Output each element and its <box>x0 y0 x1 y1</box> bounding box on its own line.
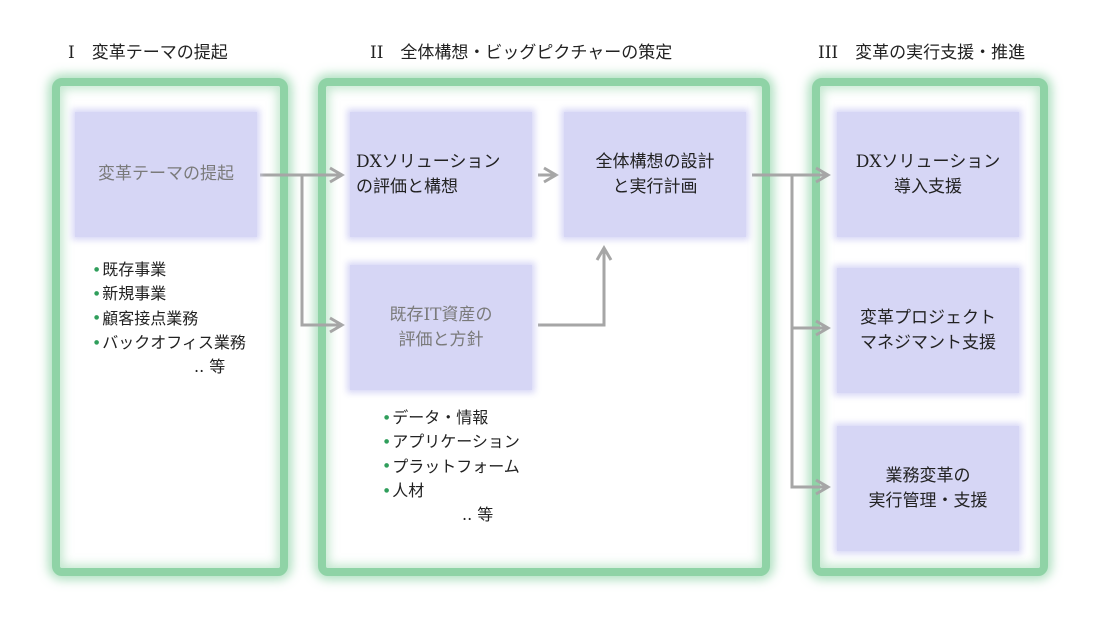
arrow-overall-to-pm <box>790 175 831 337</box>
box-business-transformation-line-2: 実行管理・支援 <box>868 490 988 511</box>
box-business-transformation-line-1: 業務変革の <box>885 465 971 486</box>
box-overall-design-line-1: 全体構想の設計 <box>595 151 715 172</box>
box-project-management-line-2: マネジマント支援 <box>860 332 996 353</box>
list-item: 人材 <box>384 479 520 503</box>
box-dx-introduction-line-1: DXソリューション <box>855 151 1001 172</box>
list-item: アプリケーション <box>384 430 520 454</box>
list-item: 顧客接点業務 <box>94 307 246 331</box>
box-dx-introduction-line-2: 導入支援 <box>894 176 962 197</box>
list-item: 新規事業 <box>94 282 246 306</box>
box-theme-proposal: 変革テーマの提起 <box>75 112 257 237</box>
phase-2-title: II 全体構想・ビッグピクチャーの策定 <box>370 43 673 63</box>
list-item: プラットフォーム <box>384 455 520 479</box>
phase-1-title: I 変革テーマの提起 <box>68 43 228 63</box>
box-it-asset-evaluation: 既存IT資産の 評価と方針 <box>350 265 532 390</box>
box-project-management: 変革プロジェクト マネジマント支援 <box>837 268 1019 393</box>
list-item: バックオフィス業務 <box>94 331 246 355</box>
box-project-management-line-1: 変革プロジェクト <box>860 307 996 328</box>
box-dx-introduction: DXソリューション 導入支援 <box>837 112 1019 237</box>
box-theme-proposal-line-1: 変革テーマの提起 <box>98 164 234 185</box>
list-etc: .. 等 <box>194 357 226 376</box>
arrow-theme-to-it-eval <box>300 175 345 334</box>
it-assets-list: データ・情報 アプリケーション プラットフォーム 人材 .. 等 <box>384 406 520 527</box>
box-dx-evaluation: DXソリューション の評価と構想 <box>350 112 532 237</box>
box-business-transformation: 業務変革の 実行管理・支援 <box>837 426 1019 551</box>
box-overall-design: 全体構想の設計 と実行計画 <box>564 112 746 237</box>
list-item: データ・情報 <box>384 406 520 430</box>
box-it-asset-evaluation-line-2: 評価と方針 <box>398 329 484 350</box>
list-etc: .. 等 <box>462 505 494 524</box>
theme-examples-list: 既存事業 新規事業 顧客接点業務 バックオフィス業務 .. 等 <box>94 258 246 379</box>
box-overall-design-line-2: と実行計画 <box>612 176 698 197</box>
box-dx-evaluation-line-1: DXソリューション <box>356 151 501 172</box>
arrow-overall-to-ops <box>790 328 831 496</box>
box-it-asset-evaluation-line-1: 既存IT資産の <box>389 304 493 325</box>
arrow-it-eval-to-overall <box>538 245 613 327</box>
list-item: 既存事業 <box>94 258 246 282</box>
box-dx-evaluation-line-2: の評価と構想 <box>356 176 458 197</box>
phase-3-title: III 変革の実行支援・推進 <box>818 43 1026 63</box>
